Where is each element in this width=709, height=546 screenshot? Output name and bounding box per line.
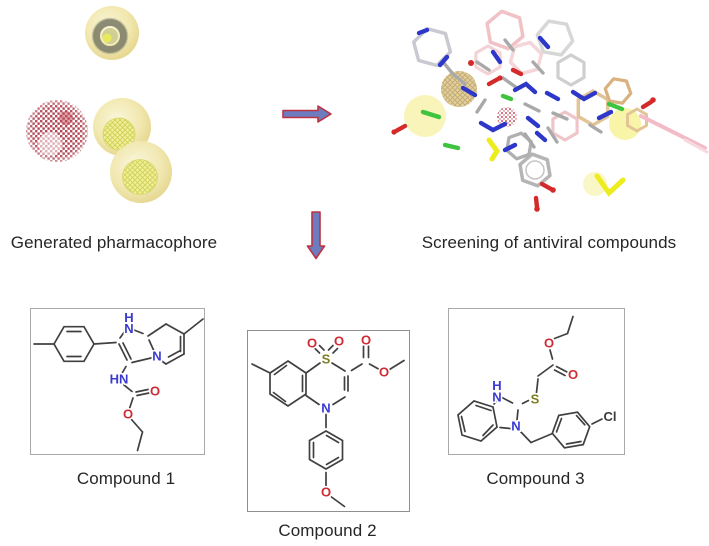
overlay-blue-sticks bbox=[416, 27, 614, 153]
compound-3-structure: O O H N S N Cl bbox=[457, 315, 618, 449]
atom-label: Cl bbox=[604, 409, 617, 424]
arrow-down-icon bbox=[306, 211, 326, 260]
pharmacophore-figure bbox=[26, 6, 172, 203]
compound-1-box: H N N HN O O bbox=[30, 308, 205, 455]
screening-figure bbox=[391, 9, 709, 212]
overlay-feature-spheres bbox=[404, 71, 641, 196]
atom-label: N bbox=[124, 321, 133, 336]
arrow-right-icon bbox=[282, 105, 332, 123]
compound-2-box: O O S O O N O bbox=[247, 330, 410, 512]
compound-3-label: Compound 3 bbox=[486, 469, 585, 488]
compound-3-box: O O H N S N Cl bbox=[448, 308, 625, 455]
atom-label: H bbox=[124, 310, 133, 325]
overlay-pink-stick bbox=[639, 114, 709, 154]
atom-label: O bbox=[334, 334, 344, 349]
atom-label: O bbox=[568, 367, 578, 382]
atom-label: N bbox=[511, 419, 520, 434]
atom-label: O bbox=[321, 485, 331, 500]
overlay-ring-sticks bbox=[411, 9, 648, 188]
compound-3-bonds bbox=[457, 315, 603, 449]
atom-label: N bbox=[492, 390, 501, 405]
atom-label: O bbox=[379, 365, 389, 380]
overlay-green-sticks bbox=[420, 93, 625, 151]
atom-label: N bbox=[321, 401, 330, 416]
compound-3-atom-labels: O O H N S N Cl bbox=[491, 334, 618, 435]
atom-label: O bbox=[544, 336, 554, 351]
overlay-red-sticks bbox=[391, 60, 656, 212]
atom-label: O bbox=[361, 333, 371, 348]
compound-2-label: Compound 2 bbox=[278, 521, 377, 540]
atom-label: O bbox=[307, 336, 317, 351]
compound-1-structure: H N N HN O O bbox=[33, 309, 204, 452]
pharmacophore-caption: Generated pharmacophore bbox=[10, 233, 218, 252]
compound-2-structure: O O S O O N O bbox=[251, 331, 405, 508]
atom-label: S bbox=[322, 352, 331, 367]
overlay-yellow-sticks bbox=[486, 137, 626, 197]
atom-label: N bbox=[152, 349, 161, 364]
compound-2-atom-labels: O O S O O N O bbox=[305, 331, 390, 501]
compound-1-label: Compound 1 bbox=[76, 469, 176, 488]
atom-label: O bbox=[123, 407, 133, 422]
atom-label: O bbox=[150, 384, 160, 399]
screening-caption: Screening of antiviral compounds bbox=[421, 233, 677, 252]
atom-label: HN bbox=[110, 372, 129, 387]
red-mesh-feature-sphere-icon bbox=[26, 100, 88, 162]
atom-label: H bbox=[492, 378, 501, 393]
compound-2-bonds bbox=[251, 344, 405, 508]
overlay-gray-sticks bbox=[441, 38, 603, 149]
atom-label: S bbox=[531, 392, 540, 407]
compound-1-atom-labels: H N N HN O O bbox=[108, 309, 163, 423]
hydrophobic-sphere-b-icon bbox=[110, 141, 172, 203]
hydrophobic-sphere-with-ring-icon bbox=[85, 6, 139, 60]
compound-1-bonds bbox=[33, 318, 204, 452]
